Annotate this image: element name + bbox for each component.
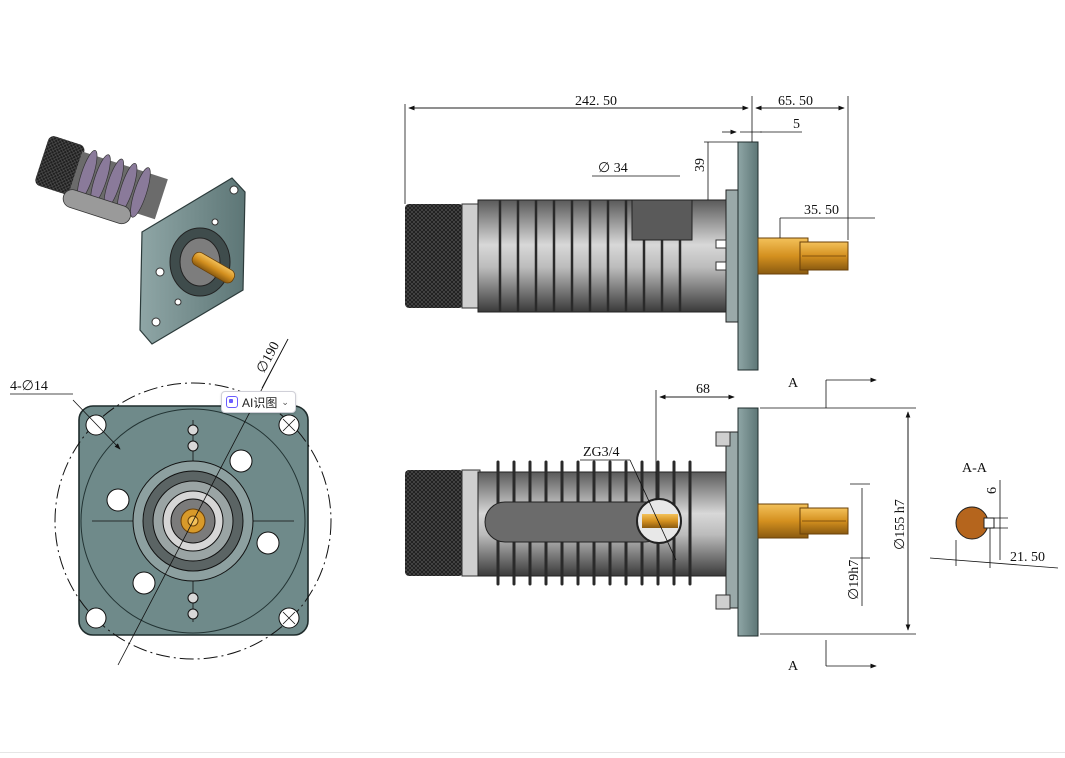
dim-shaft-length: 35. 50 [804, 203, 839, 218]
dim-overall-length: 242. 50 [575, 94, 617, 109]
dim-offset-68: 68 [696, 382, 710, 397]
dim-diameter-34: ∅ 34 [598, 161, 628, 176]
front-view [10, 338, 332, 666]
side-view-bottom [405, 407, 849, 637]
section-marker-bottom: A [788, 659, 799, 674]
dimension-lines-top [404, 96, 875, 240]
dim-thread: ZG3/4 [583, 445, 620, 460]
divider [0, 752, 1065, 753]
ai-recognize-label: AI识图 [242, 395, 278, 410]
ai-recognize-button[interactable]: AI识图 ⌄ [221, 391, 296, 413]
chevron-down-icon[interactable]: ⌄ [281, 396, 289, 407]
dim-shaft-19: ∅19h7 [847, 560, 862, 600]
section-marker-top: A [788, 376, 799, 391]
dim-key-6: 6 [985, 487, 1000, 494]
dim-height-39: 39 [693, 158, 708, 172]
section-a-a [929, 480, 1059, 569]
dim-pcd-190: ∅190 [254, 340, 283, 376]
dim-bore-155: ∅155 h7 [893, 499, 908, 550]
dim-flange-step: 5 [793, 117, 800, 132]
dimension-lines-bottom [580, 377, 916, 669]
dim-holes: 4-∅14 [10, 379, 48, 394]
ai-scan-icon [226, 396, 238, 408]
dim-key-21: 21. 50 [1010, 550, 1045, 565]
dim-flange-to-shaft: 65. 50 [778, 94, 813, 109]
side-view-top [405, 141, 849, 371]
section-label: A-A [962, 461, 988, 476]
isometric-view [35, 136, 246, 345]
